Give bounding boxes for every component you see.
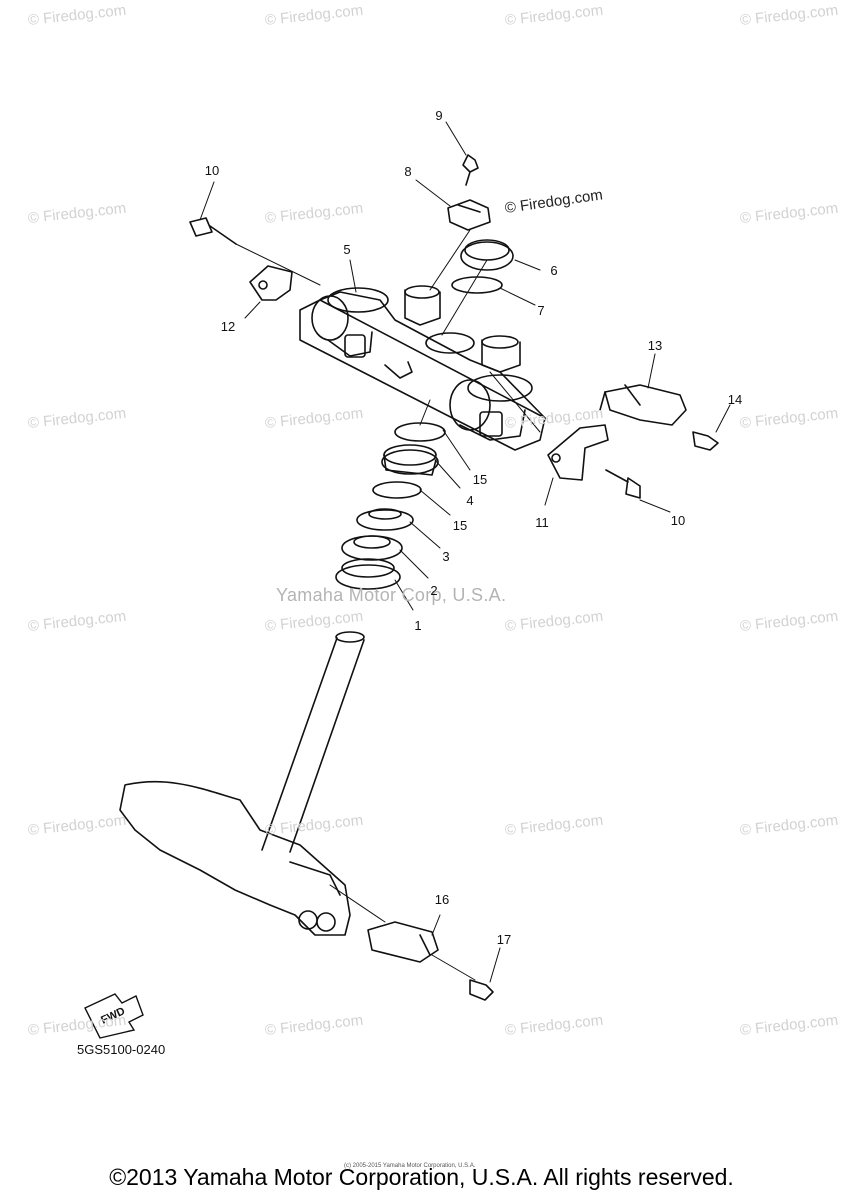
callout-1: 1 bbox=[414, 618, 422, 633]
upper-bracket bbox=[299, 285, 546, 451]
bolt-9 bbox=[462, 154, 479, 186]
callout-14: 14 bbox=[727, 392, 743, 407]
callout-7: 7 bbox=[537, 303, 545, 318]
callout-12: 12 bbox=[220, 319, 236, 334]
fwd-arrow-icon: FWD bbox=[84, 993, 144, 1039]
center-watermark: Yamaha Motor Corp, U.S.A. bbox=[276, 585, 507, 605]
callout-10-left: 10 bbox=[204, 163, 220, 178]
callout-11: 11 bbox=[535, 515, 549, 530]
callout-8: 8 bbox=[404, 164, 412, 179]
callout-6: 6 bbox=[550, 263, 558, 278]
callout-17: 17 bbox=[496, 932, 512, 947]
steering-stem bbox=[119, 631, 365, 936]
callout-13: 13 bbox=[647, 338, 663, 353]
copyright-footer: ©2013 Yamaha Motor Corporation, U.S.A. A… bbox=[109, 1164, 734, 1190]
callout-16: 16 bbox=[434, 892, 450, 907]
callout-10-right: 10 bbox=[670, 513, 686, 528]
tiny-copyright-notice: (c) 2005-2015 Yamaha Motor Corporation, … bbox=[344, 1163, 476, 1169]
callout-9: 9 bbox=[435, 108, 443, 123]
holder-cap bbox=[447, 199, 491, 231]
callout-4: 4 bbox=[466, 493, 474, 508]
callout-2: 2 bbox=[430, 583, 438, 598]
callout-5: 5 bbox=[343, 242, 351, 257]
diagram-code: 5GS5100-0240 bbox=[77, 1042, 166, 1057]
callout-3: 3 bbox=[442, 549, 450, 564]
callout-15-lower: 15 bbox=[452, 518, 468, 533]
callout-15-upper: 15 bbox=[472, 472, 488, 487]
